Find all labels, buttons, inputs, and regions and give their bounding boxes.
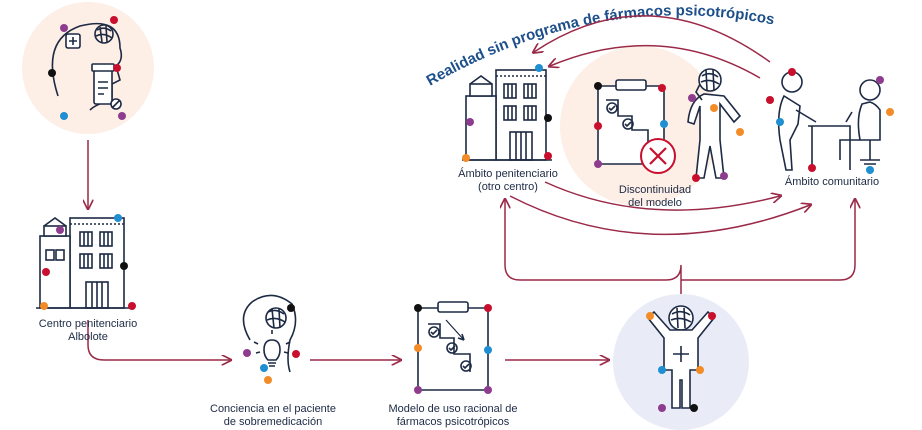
label-modelo-line2: fármacos psicotrópicos (396, 416, 510, 428)
confused-person-icon (687, 68, 742, 179)
other-prison-icon (462, 69, 552, 161)
prison-dots (40, 214, 136, 310)
label-ambito-comunitario: Ámbito comunitario (770, 176, 894, 189)
model-clipboard-icon (417, 301, 489, 391)
arrow-bottom-arc-outer (509, 195, 810, 236)
label-discontinuidad: Discontinuidad del modelo (600, 184, 710, 210)
label-conciencia: Conciencia en el paciente de sobremedica… (198, 403, 348, 429)
label-modelo: Modelo de uso racional de fármacos psico… (378, 403, 528, 429)
arrow-up-right (681, 200, 855, 281)
label-centro-line2: Albolote (68, 331, 108, 343)
arrow-top-arc-inner (550, 44, 761, 79)
arrow-bottom-arc-inner (544, 181, 780, 211)
patient-dots (48, 16, 126, 120)
label-conciencia-line2: de sobremedicación (223, 416, 323, 428)
label-ambito-penitenciario-line2: (otro centro) (478, 181, 538, 193)
patient-head-icon (51, 22, 123, 111)
label-centro: Centro penitenciario Albolote (28, 318, 148, 344)
community-dots (766, 68, 894, 174)
awareness-dots (243, 304, 300, 384)
arrow-up-fork (505, 200, 682, 294)
label-ambito-penitenciario: Ámbito penitenciario (otro centro) (446, 168, 570, 194)
community-consultation-icon (777, 71, 881, 171)
label-centro-line1: Centro penitenciario (38, 318, 138, 330)
label-discontinuidad-line1: Discontinuidad (618, 184, 692, 196)
recovered-dots (646, 312, 716, 412)
cancel-x-icon (640, 138, 676, 174)
recovered-person-icon (646, 305, 716, 409)
model-dots (414, 304, 492, 394)
arrow-to-conciencia (87, 320, 230, 360)
prison-building-icon (36, 217, 132, 309)
arrow-top-arc-outer (534, 15, 771, 63)
other-prison-dots (462, 64, 552, 162)
awareness-head-icon (242, 294, 297, 373)
patient-circle (22, 2, 154, 134)
flow-arrows (87, 15, 855, 360)
label-conciencia-line1: Conciencia en el paciente (210, 403, 336, 415)
label-discontinuidad-line2: del modelo (628, 197, 682, 209)
discontinuity-dots (594, 82, 744, 182)
label-ambito-penitenciario-line1: Ámbito penitenciario (458, 168, 558, 180)
label-modelo-line1: Modelo de uso racional de (388, 403, 518, 415)
label-ambito-comunitario-line1: Ámbito comunitario (784, 176, 880, 188)
